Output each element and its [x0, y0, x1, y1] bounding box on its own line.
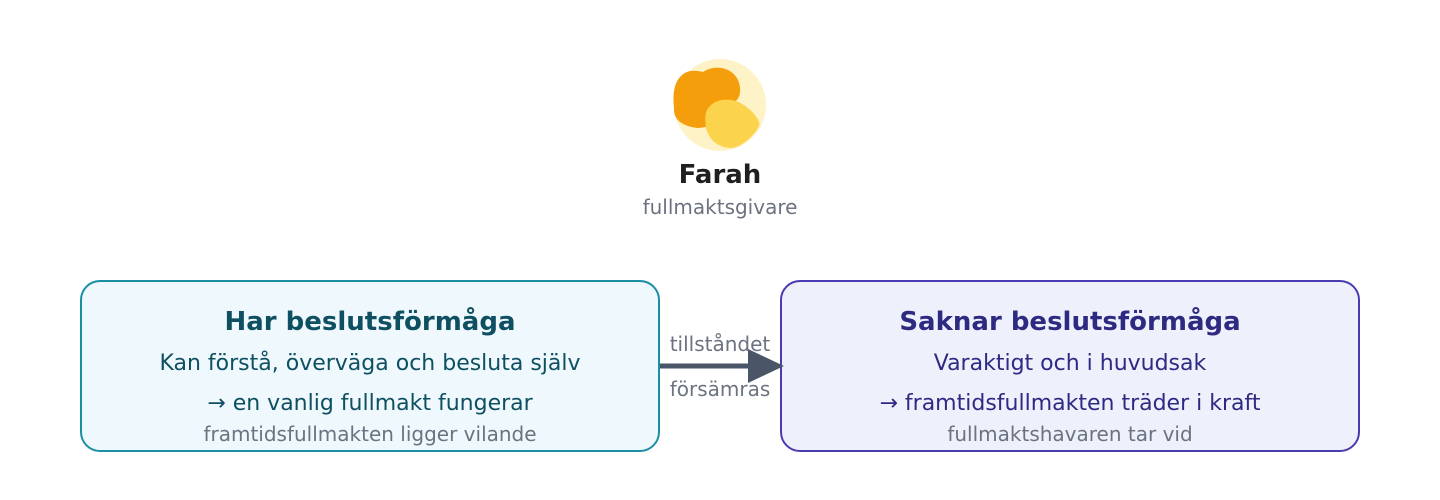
state-box-has-capacity: Har beslutsförmåga Kan förstå, överväga … [80, 280, 660, 452]
transition-arrow [660, 346, 790, 386]
avatar [673, 58, 767, 152]
state-description: Kan förstå, överväga och besluta själv [159, 351, 581, 376]
transition-label-bottom: försämras [669, 377, 771, 401]
state-result: → en vanlig fullmakt fungerar [207, 391, 533, 416]
state-title: Har beslutsförmåga [224, 307, 516, 337]
person-name: Farah [678, 160, 762, 190]
state-title: Saknar beslutsförmåga [899, 307, 1241, 337]
state-result: → framtidsfullmakten träder i kraft [879, 391, 1261, 416]
state-box-lacks-capacity: Saknar beslutsförmåga Varaktigt och i hu… [780, 280, 1360, 452]
person-avatar-icon [673, 59, 766, 151]
person-role: fullmaktsgivare [642, 195, 798, 219]
state-description: Varaktigt och i huvudsak [933, 351, 1207, 376]
transition-label-top: tillståndet [669, 332, 771, 356]
arrow-right-icon [660, 349, 784, 383]
state-note: framtidsfullmakten ligger vilande [203, 422, 537, 446]
state-note: fullmaktshavaren tar vid [947, 422, 1193, 446]
